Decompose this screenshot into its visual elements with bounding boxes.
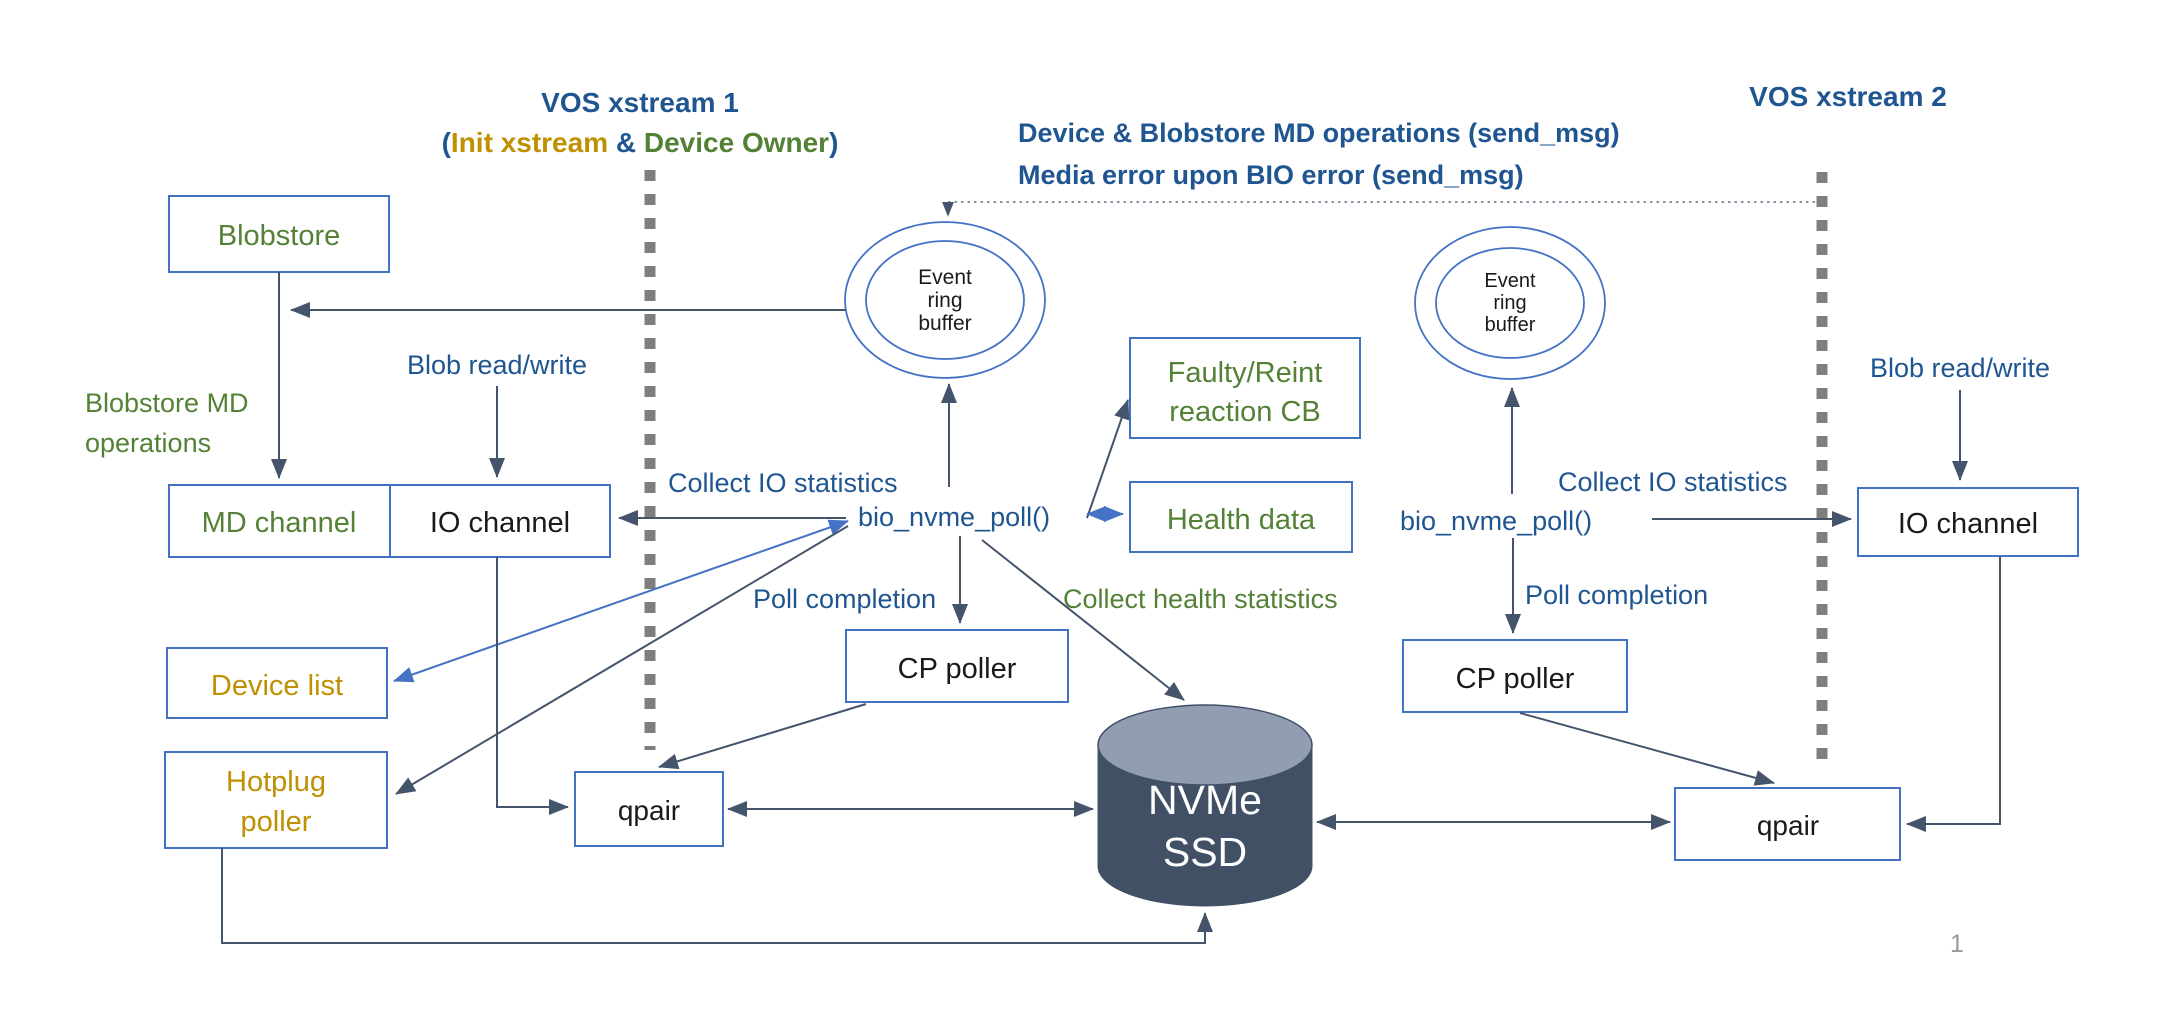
device-list-label: Device list <box>211 670 343 702</box>
faulty-reint-label-line1: Faulty/Reint <box>1168 357 1323 389</box>
io-channel-2-box <box>1857 487 2079 557</box>
md-channel-box <box>168 484 391 558</box>
subtitle-open-paren: ( <box>442 127 452 158</box>
arrow-io-channel-2-to-qpair-2 <box>1906 557 2001 832</box>
xstream2-title: VOS xstream 2 <box>1749 81 1947 112</box>
arrow-cp-poller-2-to-qpair-2 <box>1519 712 1775 786</box>
send-msg-annotations: Device & Blobstore MD operations (send_m… <box>942 118 1815 217</box>
xstream1-subtitle: (Init xstream & Device Owner) <box>442 127 839 158</box>
event-ring-1-outer-ellipse <box>844 221 1046 379</box>
qpair-1-box <box>574 771 724 847</box>
nvme-ssd-cylinder-top <box>1097 704 1313 786</box>
nvme-ssd-cylinder-body <box>1097 744 1313 907</box>
device-list-node: Device list <box>166 647 388 719</box>
msg-device-blobstore-md: Device & Blobstore MD operations (send_m… <box>1018 118 1620 148</box>
cp-poller-2-box <box>1402 639 1628 713</box>
event-ring-2-outer-ellipse <box>1414 226 1606 380</box>
nvme-ssd-label-line2: SSD <box>1163 829 1247 875</box>
cp-poller-1-label: CP poller <box>898 653 1017 685</box>
arrow-hotplug-poller-to-nvme-ssd <box>221 848 1213 944</box>
blobstore-md-ops-label-line2: operations <box>85 428 211 458</box>
subtitle-ampersand: & <box>608 127 644 158</box>
event-ring-1-label-line1: Event <box>918 266 972 289</box>
arrow-cp-poller-1-to-qpair-1 <box>658 703 867 770</box>
io-channel-2-label: IO channel <box>1898 508 2038 540</box>
blob-read-write-label-2: Blob read/write <box>1870 353 2050 383</box>
hotplug-poller-label-line2: poller <box>241 806 312 838</box>
send-msg-dotted-line <box>942 201 1815 217</box>
arrow-bio-poll-1-to-nvme-ssd <box>981 539 1185 701</box>
xstream2-header: VOS xstream 2 <box>1749 81 1947 768</box>
cp-poller-1-node: CP poller <box>845 629 1069 703</box>
blob-read-write-label-1: Blob read/write <box>407 350 587 380</box>
event-ring-2-label-line1: Event <box>1484 270 1536 292</box>
blobstore-label: Blobstore <box>218 220 341 252</box>
qpair-2-node: qpair <box>1674 787 1901 861</box>
subtitle-close-paren: ) <box>829 127 838 158</box>
event-ring-1-label-line2: ring <box>927 289 962 312</box>
io-channel-1-node: IO channel <box>389 484 611 558</box>
xstream1-title: VOS xstream 1 <box>541 87 739 118</box>
subtitle-device-owner: Device Owner <box>644 127 829 158</box>
xstream1-header: VOS xstream 1 (Init xstream & Device Own… <box>442 87 839 750</box>
cp-poller-2-label: CP poller <box>1456 663 1575 695</box>
blobstore-md-ops-label-line1: Blobstore MD <box>85 388 249 418</box>
arrow-bio-poll-1-device-list-bidirectional <box>393 519 849 683</box>
event-ring-1-inner-ellipse <box>865 240 1025 360</box>
event-ring-2-inner-ellipse <box>1435 247 1585 359</box>
health-data-node: Health data <box>1129 481 1353 553</box>
subtitle-init-xstream: Init xstream <box>451 127 608 158</box>
faulty-reint-box <box>1129 337 1361 439</box>
page-number: 1 <box>1950 930 1964 958</box>
blobstore-box <box>168 195 390 273</box>
io-channel-1-label: IO channel <box>430 507 570 539</box>
io-channel-2-node: IO channel <box>1857 487 2079 557</box>
poll-completion-label-1: Poll completion <box>753 584 936 614</box>
collect-io-statistics-label-1: Collect IO statistics <box>668 468 898 498</box>
md-channel-label: MD channel <box>202 507 357 539</box>
arrow-bio-poll-1-to-hotplug-poller <box>395 525 849 795</box>
hotplug-poller-label-line1: Hotplug <box>226 766 326 798</box>
event-ring-1-label-line3: buffer <box>918 312 971 335</box>
hotplug-poller-box <box>164 751 388 849</box>
event-ring-buffer-2: Event ring buffer <box>1414 226 1606 380</box>
hotplug-poller-node: Hotplug poller <box>164 751 388 849</box>
arrow-io-channel-1-to-qpair-1 <box>496 557 569 815</box>
faulty-reint-node: Faulty/Reint reaction CB <box>1129 337 1361 439</box>
bio-nvme-poll-1-label: bio_nvme_poll() <box>858 502 1050 532</box>
cp-poller-2-node: CP poller <box>1402 639 1628 713</box>
poll-completion-label-2: Poll completion <box>1525 580 1708 610</box>
md-channel-node: MD channel <box>168 484 391 558</box>
event-ring-2-label-line2: ring <box>1493 292 1526 314</box>
nvme-ssd-node: NVMe SSD <box>1097 704 1313 907</box>
health-data-box <box>1129 481 1353 553</box>
faulty-reint-label-line2: reaction CB <box>1169 396 1321 428</box>
nvme-ssd-label-line1: NVMe <box>1148 777 1262 823</box>
cp-poller-1-box <box>845 629 1069 703</box>
event-ring-2-label-line3: buffer <box>1485 314 1536 336</box>
qpair-1-label: qpair <box>618 795 680 826</box>
health-data-label: Health data <box>1167 504 1316 536</box>
event-ring-buffer-1: Event ring buffer <box>844 221 1046 379</box>
qpair-2-box <box>1674 787 1901 861</box>
collect-io-statistics-label-2: Collect IO statistics <box>1558 467 1788 497</box>
arrow-junction-to-faulty-reint <box>1086 399 1130 519</box>
qpair-1-node: qpair <box>574 771 724 847</box>
collect-health-statistics-label: Collect health statistics <box>1063 584 1338 614</box>
bio-nvme-poll-2-label: bio_nvme_poll() <box>1400 506 1592 536</box>
blobstore-node: Blobstore <box>168 195 390 273</box>
msg-media-error: Media error upon BIO error (send_msg) <box>1018 160 1524 190</box>
qpair-2-label: qpair <box>1757 810 1819 841</box>
device-list-box <box>166 647 388 719</box>
